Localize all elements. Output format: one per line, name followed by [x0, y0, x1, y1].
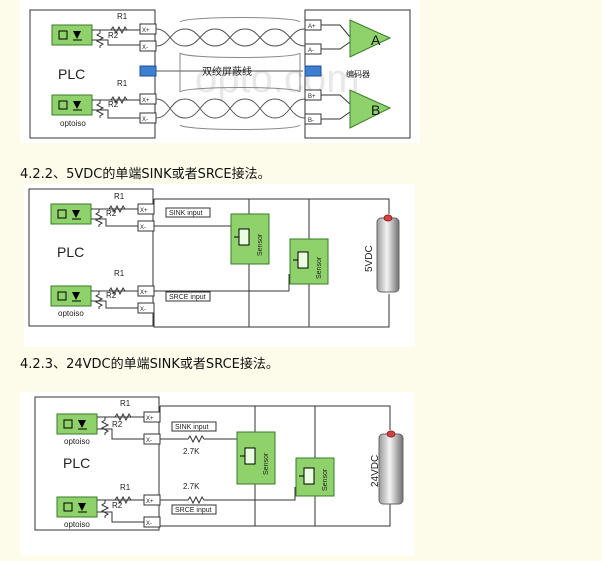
r1-label-bottom: R1: [114, 269, 125, 278]
sensor-label: Sensor: [263, 452, 270, 475]
twisted-pair-bottom: [155, 87, 306, 130]
optoiso-label: optoiso: [58, 309, 84, 318]
diagram-1-svg: opto.com PLC optoiso R1 R2 R1 R2 X+ X- X…: [29, 9, 411, 139]
terminal-label: X-: [140, 225, 146, 231]
plc-box: [28, 188, 154, 327]
terminal-label: X-: [142, 45, 148, 51]
r1-label-top: R1: [117, 12, 128, 21]
diagram-2-svg: PLC optoiso R1 R2 R1 R2 X+ X- X+ X- SINK…: [28, 188, 400, 328]
optocoupler-bottom: [56, 496, 98, 518]
sensor-npn: [236, 431, 276, 485]
battery-5vdc-icon: [376, 217, 400, 293]
r2-label-top: R2: [106, 209, 117, 218]
channel-a-driver-icon: [349, 19, 392, 58]
sink-input-label: SINK input: [169, 210, 203, 217]
terminal-label: X-: [146, 438, 152, 444]
section-heading-5vdc: 4.2.2、5VDC的单端SINK或者SRCE接法。: [20, 167, 271, 182]
diagram-differential-encoder: opto.com PLC optoiso R1 R2 R1 R2 X+ X- X…: [20, 0, 420, 143]
r1-label-top: R1: [120, 399, 131, 408]
channel-b-driver-icon: [349, 89, 392, 129]
sensor-pnp: [289, 238, 329, 285]
r2-label-top: R2: [112, 420, 123, 429]
plc-box: [34, 396, 160, 531]
resistor-value-bottom: 2.7K: [183, 482, 200, 491]
battery-24vdc-icon: [378, 433, 404, 505]
srce-input-label-box: [165, 291, 211, 302]
optocoupler-bottom: [51, 94, 93, 116]
plc-label: PLC: [57, 244, 84, 260]
channel-b-label: B: [371, 102, 380, 118]
r1-label-bottom: R1: [117, 79, 128, 88]
optocoupler-top: [50, 203, 92, 225]
voltage-label: 24VDC: [370, 455, 381, 487]
optocoupler-top: [56, 413, 98, 435]
sensor-pnp: [295, 457, 335, 497]
r2-label-bottom: R2: [112, 501, 123, 510]
terminal-label: X+: [142, 98, 150, 104]
terminal-label: B+: [308, 94, 316, 100]
plc-label: PLC: [58, 66, 85, 82]
srce-input-label: SRCE input: [175, 507, 212, 514]
sink-input-label-box: [171, 421, 217, 432]
resistor-value-top: 2.7K: [183, 447, 200, 456]
terminal-shield: [139, 65, 157, 77]
voltage-label: 5VDC: [364, 245, 375, 272]
terminal-label: B-: [308, 118, 314, 124]
r1-label-top: R1: [114, 192, 125, 201]
sensor-npn: [230, 213, 270, 265]
r2-label-bottom: R2: [106, 291, 117, 300]
diagram-24vdc-single-ended: PLC optoiso optoiso R1 R2 R1 R2 X+ X- X+…: [20, 392, 414, 556]
watermark-text: opto.com: [195, 57, 360, 101]
optoiso-label-bottom: optoiso: [64, 520, 90, 529]
diagram-3-svg: PLC optoiso optoiso R1 R2 R1 R2 X+ X- X+…: [34, 396, 404, 531]
terminal-label: A-: [308, 48, 314, 54]
twisted-pair-top: [155, 17, 306, 58]
optocoupler-top: [51, 24, 93, 46]
terminal-label: X+: [140, 290, 148, 296]
terminal-label: X-: [140, 307, 146, 313]
optoiso-label: optoiso: [60, 119, 86, 128]
channel-a-label: A: [371, 32, 381, 48]
terminal-label: X-: [146, 521, 152, 527]
sink-input-label-box: [165, 207, 211, 218]
srce-input-label-box: [171, 504, 217, 515]
plc-label: PLC: [63, 455, 90, 471]
terminal-encoder-shield: [304, 65, 322, 77]
terminal-label: X+: [146, 416, 154, 422]
sink-input-label: SINK input: [175, 424, 209, 431]
r2-label-bottom: R2: [108, 100, 119, 109]
optoiso-label-top: optoiso: [64, 437, 90, 446]
terminal-label: X+: [142, 28, 150, 34]
section-heading-24vdc: 4.2.3、24VDC的单端SINK或者SRCE接法。: [20, 357, 279, 372]
cable-label: 双绞屏蔽线: [202, 65, 252, 78]
terminal-label: X-: [142, 117, 148, 123]
r2-label-top: R2: [108, 31, 119, 40]
terminal-label: X+: [140, 208, 148, 214]
r1-label-bottom: R1: [120, 483, 131, 492]
terminal-label: X+: [146, 499, 154, 505]
sensor-label: Sensor: [257, 233, 264, 256]
optocoupler-bottom: [50, 285, 92, 307]
srce-input-label: SRCE input: [169, 294, 206, 301]
diagram-5vdc-single-ended: PLC optoiso R1 R2 R1 R2 X+ X- X+ X- SINK…: [24, 184, 415, 347]
sensor-label: Sensor: [322, 468, 329, 491]
sensor-label: Sensor: [316, 256, 323, 279]
terminal-label: A+: [308, 24, 316, 30]
encoder-label: 编码器: [346, 69, 370, 79]
